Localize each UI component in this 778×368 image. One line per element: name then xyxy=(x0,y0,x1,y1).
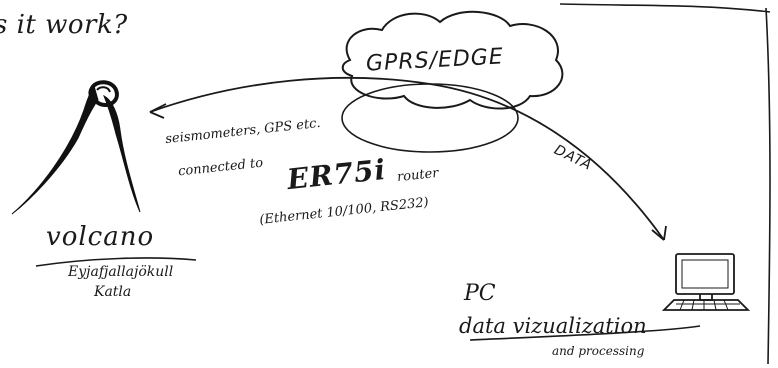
network-ring xyxy=(341,83,519,153)
computer-icon xyxy=(661,253,751,311)
data-arc xyxy=(149,76,665,241)
volcano-name: Eyjafjallajökull xyxy=(68,264,174,280)
page-title: s it work? xyxy=(0,10,128,40)
cloud-icon xyxy=(341,10,564,110)
pc-description: data vizualization xyxy=(459,314,647,338)
arrowhead-volcano xyxy=(149,103,167,119)
pc-label: PC xyxy=(464,281,496,306)
pc-underline xyxy=(469,325,701,341)
volcano-sketch-icon xyxy=(11,80,141,215)
frame-line xyxy=(559,3,771,365)
volcano-name: Katla xyxy=(94,284,132,300)
arrowhead-pc xyxy=(651,225,667,241)
volcano-label: volcano xyxy=(46,222,155,252)
pc-subtitle: and processing xyxy=(552,344,645,358)
volcano-underline xyxy=(35,257,197,267)
